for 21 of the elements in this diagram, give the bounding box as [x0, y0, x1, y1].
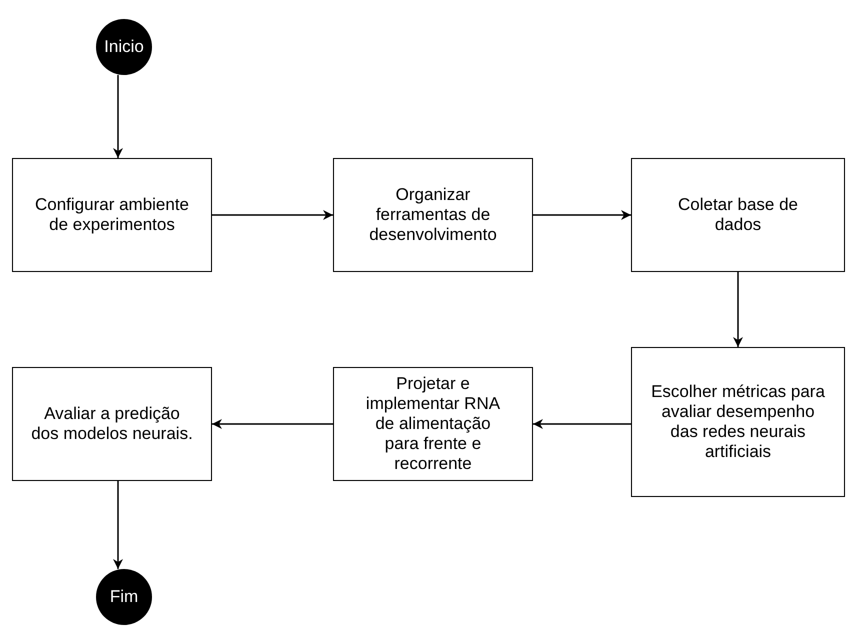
node-label: Inicio — [104, 37, 144, 57]
process-box — [631, 347, 845, 497]
arrow — [533, 419, 631, 429]
arrow — [113, 75, 123, 158]
arrow — [212, 419, 333, 429]
arrow — [733, 272, 743, 347]
node-label: Avaliar a predição dos modelos neurais. — [30, 404, 194, 444]
node-label: Fim — [110, 587, 138, 607]
arrow — [113, 481, 123, 569]
node-label: Organizar ferramentas de desenvolvimento — [368, 185, 498, 245]
process-box — [631, 158, 845, 272]
node-label: Projetar e implementar RNA de alimentação para frente e recorrente — [364, 374, 502, 474]
process-box — [333, 367, 533, 481]
process-box — [12, 367, 212, 481]
arrow — [533, 210, 631, 220]
node-label: Coletar base de dados — [676, 195, 800, 235]
process-box — [333, 158, 533, 272]
process-box — [12, 158, 212, 272]
node-label: Escolher métricas para avaliar desempenho das redes neurais artificiais — [650, 382, 826, 462]
arrow — [212, 210, 333, 220]
node-label: Configurar ambiente de experimentos — [34, 195, 190, 235]
